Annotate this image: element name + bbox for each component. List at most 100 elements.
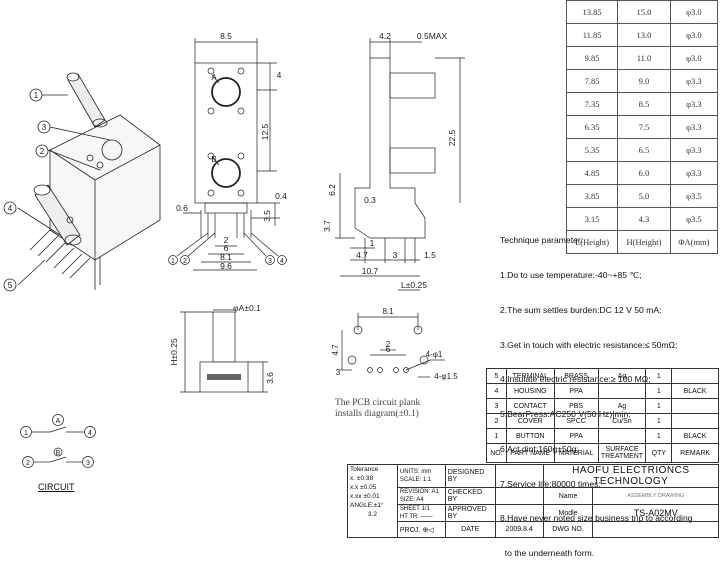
table-cell: 4.3 (617, 207, 671, 231)
sheet-cell: SHEET 1/1 HT TR: —— (396, 504, 446, 522)
button-detail-view: φA±0.1 H±0.25 3.6 (169, 303, 275, 393)
date-label: DATE (444, 521, 496, 538)
bom-header-cell: QTY (645, 443, 673, 463)
technique-line: to the underneath form. (500, 548, 595, 559)
circuit-label-a: A (56, 418, 61, 425)
dim-9-6: 9.6 (220, 261, 232, 271)
bom-cell: 1 (486, 428, 507, 444)
dim-l-025: L±0.25 (401, 280, 427, 290)
tolerance-cell: Tolerance x. ±0.38 x.x ±0.05 x.xx ±0.01 … (347, 464, 398, 538)
dim-3-6: 3.6 (265, 372, 275, 384)
bom-cell: 1 (645, 368, 673, 384)
tol-xxx-value: ±0.01 (363, 493, 380, 500)
table-cell: 6.35 (565, 115, 619, 139)
dim-1-5: 1.5 (424, 250, 436, 260)
technique-line: 1.Do to use temperature:-40~+85 ℃; (500, 269, 642, 280)
bom-cell: BLACK (671, 428, 719, 444)
bom-header-cell: MATERIAL (553, 443, 599, 463)
bom-cell: 1 (645, 413, 673, 429)
table-cell: 6.5 (617, 138, 671, 162)
dim-8-5: 8.5 (220, 31, 232, 41)
bom-cell: 3 (486, 398, 507, 414)
bom-cell: 2 (486, 413, 507, 429)
callout-1: 1 (34, 91, 39, 100)
circuit-node-1: 1 (24, 430, 28, 437)
isometric-view: 1 3 2 4 5 (3, 72, 161, 292)
dim-0-4: 0.4 (275, 191, 287, 201)
callout-3: 3 (268, 258, 272, 265)
ht-tr: HT TR: —— (399, 514, 433, 520)
dim-12-5: 12.5 (260, 123, 270, 140)
table-cell: 5.35 (565, 138, 619, 162)
pcb-note-line-1: The PCB circuit plank (335, 398, 421, 408)
bom-cell (671, 398, 719, 414)
callout-1: 1 (171, 258, 175, 265)
dim-2: 2 (224, 235, 229, 245)
technique-line: 2.The sum settles burden:DC 12 V 50 mA; (500, 304, 662, 315)
pcb-dim-2: 2 (386, 340, 391, 349)
table-cell: 3.85 (565, 184, 619, 208)
bom-cell: PBS (553, 398, 599, 414)
table-cell: φ3.3 (669, 92, 719, 116)
approved-by-label: APPROVED BY (444, 504, 496, 522)
table-cell: φ3.5 (669, 184, 719, 208)
bom-cell (671, 413, 719, 429)
name-value: ASSEMBLY DRAWING (592, 487, 719, 505)
table-cell: 13.0 (617, 23, 671, 47)
title-block: Tolerance x. ±0.38 x.x ±0.05 x.xx ±0.01 … (347, 464, 720, 538)
circuit-node-2: 2 (26, 460, 30, 467)
dim-4-2: 4.2 (379, 31, 391, 41)
pcb-dim-4-7: 4.7 (331, 344, 340, 356)
circuit-node-3: 3 (86, 460, 90, 467)
table-cell: H(Height) (617, 230, 671, 254)
label-a: A (211, 73, 217, 82)
dim-4: 4 (277, 70, 282, 80)
table-cell: 9.85 (565, 46, 619, 70)
table-cell: φ3.3 (669, 69, 719, 93)
table-cell: 3.15 (565, 207, 619, 231)
dim-0-3: 0.3 (364, 195, 376, 205)
dim-10-7: 10.7 (362, 266, 379, 276)
dim-phi-a: φA±0.1 (233, 303, 261, 313)
dim-h-025: H±0.25 (169, 338, 179, 366)
revision: REVISION: A1 (399, 489, 439, 495)
model-value: TS-A02MV (592, 504, 719, 522)
callout-3: 3 (42, 123, 47, 132)
callout-4: 4 (8, 204, 13, 213)
tol-xx-value: ±0.05 (360, 484, 377, 491)
dim-6-2: 6.2 (327, 184, 337, 196)
bom-cell: 5 (486, 368, 507, 384)
units-scale-cell: UNITS: mm SCALE: 1:1 (396, 464, 446, 488)
table-cell: 7.85 (565, 69, 619, 93)
table-cell: φ3.0 (669, 23, 719, 47)
bom-cell: 1 (645, 428, 673, 444)
tol-x-value: ±0.38 (356, 475, 374, 482)
bom-cell: Ag (597, 398, 647, 414)
table-cell: 7.5 (617, 115, 671, 139)
table-cell: 15.0 (617, 0, 671, 24)
date-value: 2009.8.4 (494, 521, 544, 538)
technique-line: 3.Get in touch with electric resistance:… (500, 339, 678, 350)
bom-cell: TERMINAL (505, 368, 555, 384)
bom-cell: BUTTON (505, 428, 555, 444)
table-cell: 13.85 (565, 0, 619, 24)
dim-3: 3 (393, 250, 398, 260)
name-label: Name (542, 487, 594, 505)
table-cell: 5.0 (617, 184, 671, 208)
tolerance-title: Tolerance (350, 466, 379, 473)
dim-8-1: 8.1 (220, 252, 232, 262)
dwg-no-label: DWG NO. (542, 521, 594, 538)
bom-cell: Cu/Sn (597, 413, 647, 429)
proj-label: PROJ. (399, 526, 421, 534)
table-cell: 7.35 (565, 92, 619, 116)
table-header-row: L(Height)H(Height)ΦA(mm) (565, 230, 719, 254)
bom-cell: COVER (505, 413, 555, 429)
pcb-dim-8-1: 8.1 (382, 307, 394, 316)
